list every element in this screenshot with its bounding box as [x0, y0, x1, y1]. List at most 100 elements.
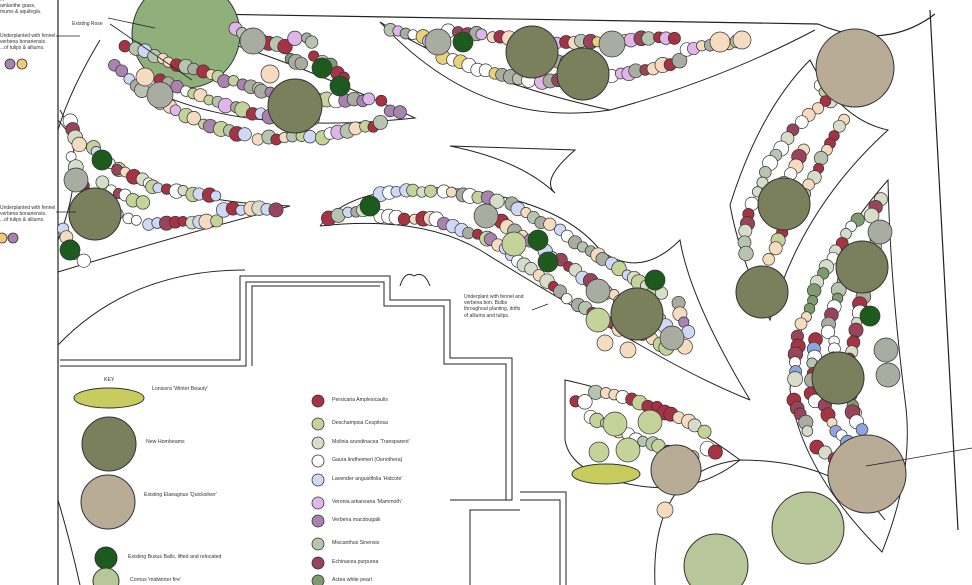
plant-dot — [659, 325, 685, 351]
key-plant-symbol — [311, 537, 325, 551]
plant-dot — [577, 394, 593, 410]
underplant-note-lower: Underplanted with fennel verbena bonarie… — [0, 205, 56, 224]
plant-dot — [59, 239, 81, 261]
plant-dot — [260, 64, 280, 84]
plant-dot — [115, 64, 129, 78]
plant-dot — [611, 260, 627, 277]
hornbeam-circle — [757, 177, 811, 231]
key-label-elaeagnus: Existing Elaeagnus 'Quicksilver' — [144, 492, 217, 498]
plant-dot — [738, 245, 754, 262]
key — [73, 387, 145, 585]
boundary-lines — [57, 0, 959, 585]
plant-dot — [237, 127, 252, 142]
note-line: Underplant with fennel and — [464, 294, 524, 300]
plant-dot — [732, 30, 752, 50]
hornbeam-circle — [811, 351, 865, 405]
plant-dot — [239, 27, 267, 55]
note-line: Underplanted with fennel — [0, 33, 56, 39]
plant-dot — [393, 105, 407, 119]
plant-dot — [489, 193, 505, 209]
underplant-note-center: Underplant with fennel and verbena bon. … — [464, 294, 544, 319]
note-line: amlanthe grass, — [0, 3, 36, 10]
plant-dot — [287, 30, 303, 46]
plant-dot — [707, 444, 723, 460]
hornbeam-circle — [505, 25, 559, 79]
plant-dot — [537, 251, 559, 273]
plant-dot — [475, 28, 488, 41]
plant-dot — [372, 114, 388, 130]
key-label-cornus: Cornus 'midwinter fire' — [130, 577, 181, 583]
plant-dot — [397, 212, 411, 226]
cornus-circle — [683, 533, 749, 585]
lonicera-ellipse — [571, 463, 641, 485]
plant-dot — [210, 190, 222, 202]
plant-dot — [656, 501, 674, 519]
key-plant-symbol — [311, 417, 325, 431]
plant-dot — [329, 75, 351, 97]
plant-dot — [452, 31, 474, 53]
plant-dot — [596, 334, 614, 352]
hornbeam-circle — [610, 287, 664, 341]
plant-dot — [859, 305, 881, 327]
plant-dot — [762, 253, 775, 266]
key-label-lonicera: Lonicera 'Winter Beauty' — [152, 386, 208, 392]
plant-dot — [641, 31, 656, 46]
plant-dot — [813, 151, 829, 166]
plant-dot — [585, 278, 611, 304]
plant-dot — [795, 115, 809, 129]
leader-lines — [56, 17, 972, 467]
key-plant-label: Lavender angustifolia 'Hidcote' — [332, 476, 403, 482]
plant-dot — [445, 186, 457, 198]
existing-rose-label: Existing Rose — [72, 21, 103, 27]
note-line: ...of tulips & alliums. — [0, 45, 45, 52]
plant-dot — [130, 214, 142, 226]
note-line: verbena bonariensis. — [0, 211, 47, 218]
swatch-dot — [4, 58, 16, 70]
plant-dot — [294, 56, 308, 71]
key-title: KEY — [104, 377, 115, 383]
plant-dot — [303, 130, 317, 144]
note-line: verbena bon. Bulbs — [464, 300, 508, 307]
plant-dot — [875, 362, 901, 388]
plant-dot — [186, 111, 201, 126]
key-plant-symbol — [311, 394, 325, 408]
key-elaeagnus-symbol — [80, 474, 136, 530]
plant-dot — [637, 409, 663, 435]
plant-dot — [619, 341, 637, 359]
key-plant-label: Verbena macdougalii — [332, 517, 381, 523]
key-hornbeam-symbol — [81, 416, 137, 472]
plant-dot — [118, 40, 131, 53]
plant-dot — [794, 317, 808, 331]
cornus-circle — [771, 491, 845, 565]
key-plant-symbol — [311, 496, 325, 510]
key-plant-symbol — [311, 473, 325, 487]
key-plant-symbol — [311, 454, 325, 468]
plant-dot — [667, 31, 681, 45]
plant-dot — [598, 30, 626, 58]
plant-dot — [91, 149, 113, 171]
plant-dot — [855, 423, 869, 436]
key-cornus-symbol — [92, 567, 120, 585]
swatch-dot — [0, 232, 8, 244]
key-plant-label: Persicaria Amplexicaulis — [332, 397, 388, 403]
plant-dot — [644, 269, 666, 291]
plant-dot — [848, 322, 864, 338]
note-line: ...of tulips & alliums. — [0, 217, 45, 224]
plant-dot — [873, 337, 899, 363]
key-lonicera-symbol — [73, 387, 145, 409]
plant-dot — [602, 411, 628, 437]
plant-dot — [76, 253, 91, 268]
edge-swatches — [0, 58, 28, 244]
plant-dot — [359, 195, 381, 217]
plant-dot — [697, 424, 712, 439]
key-plant-symbol — [311, 514, 325, 528]
key-plant-symbols — [311, 394, 325, 585]
key-plant-symbol — [311, 436, 325, 450]
plant-dot — [277, 38, 293, 55]
plant-dot — [527, 229, 549, 251]
plant-dot — [820, 324, 836, 339]
plant-dot — [818, 445, 833, 460]
key-plant-label: Miscanthus Sinensis — [332, 540, 380, 546]
note-line: verbena bonariensis. — [0, 39, 47, 46]
